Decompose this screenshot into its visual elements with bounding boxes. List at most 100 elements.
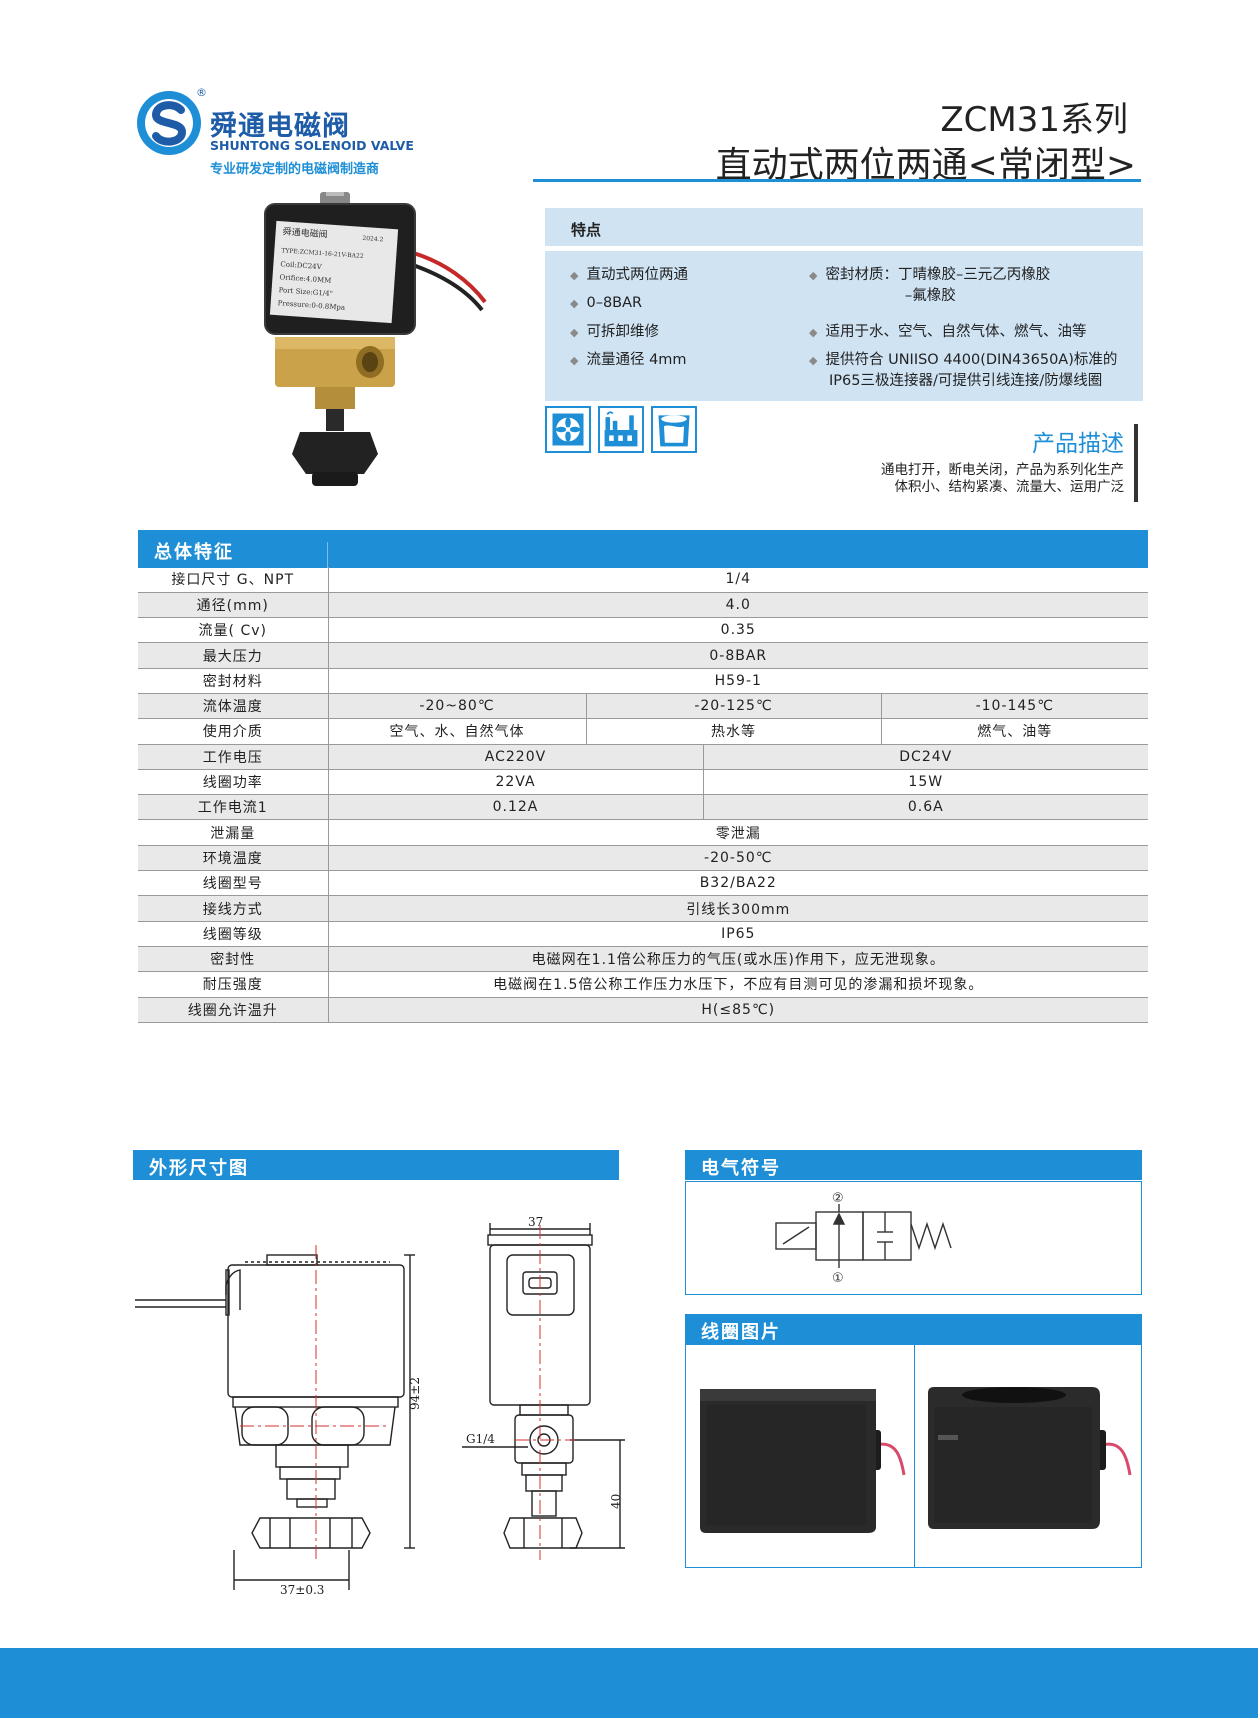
spec-value: 电磁阀在1.5倍公称工作压力水压下，不应有目测可见的渗漏和损坏现象。 — [327, 971, 1149, 998]
spec-value: 零泄漏 — [327, 819, 1149, 846]
spec-row: 接线方式引线长300mm — [138, 895, 1149, 922]
spec-value: IP65 — [327, 921, 1149, 947]
description-title: 产品描述 — [1032, 431, 1124, 457]
dimensions-header: 外形尺寸图 — [133, 1150, 619, 1180]
label-date: 2024.2 — [362, 235, 384, 243]
specs-header-divider — [327, 542, 328, 568]
spec-row: 流体温度-20~80℃-20-125℃-10-145℃ — [138, 693, 1149, 719]
spec-value: 1/4 — [327, 567, 1149, 593]
spec-row: 通径(mm)4.0 — [138, 592, 1149, 618]
dim-width-bottom: 37±0.3 — [280, 1583, 324, 1597]
spec-value: H(≤85℃) — [327, 997, 1149, 1023]
features-panel: ◆直动式两位两通 ◆0–8BAR ◆可拆卸维修 ◆流量通径 4mm ◆密封材质：… — [545, 251, 1143, 401]
spec-value: 0.35 — [327, 617, 1149, 643]
spec-label: 工作电压 — [138, 744, 328, 770]
title-underline — [533, 179, 1141, 182]
spec-value: 0.6A — [702, 794, 1149, 820]
brand-slogan: 专业研发定制的电磁阀制造商 — [210, 162, 380, 177]
footer-bar — [0, 1648, 1258, 1718]
spec-label: 线圈功率 — [202, 775, 263, 792]
spec-label: 通径(mm) — [138, 592, 328, 618]
label-port: Port Size:G1/4" — [278, 286, 333, 298]
spec-row: 耐压强度 电磁阀在1.5倍公称工作压力水压下，不应有目测可见的渗漏和损坏现象。 — [138, 971, 1149, 998]
spec-value: 引线长300mm — [327, 895, 1149, 922]
spec-value: 4.0 — [327, 592, 1149, 618]
spec-label: 接线方式 — [138, 895, 328, 922]
spec-label: 环境温度 — [138, 845, 328, 871]
spec-value: 电磁网在1.1倍公称压力的气压(或水压)作用下，应无泄现象。 — [327, 946, 1149, 972]
spec-label: 线圈允许温升 — [138, 997, 328, 1023]
registered-mark: ® — [196, 86, 207, 99]
description-line: 通电打开，断电关闭，产品为系列化生产 — [881, 462, 1124, 478]
spec-value: 空气、水、自然气体 — [327, 718, 586, 745]
feature-connector: ◆提供符合 UNIISO 4400(DIN43650A)标准的 — [809, 352, 1118, 368]
electrical-title: 电气符号 — [701, 1158, 781, 1179]
label-coil: Coil:DC24V — [280, 260, 323, 271]
spec-row: 环境温度-20-50℃ — [138, 845, 1149, 871]
spec-row: 接口尺寸 G、NPT 1/4 — [138, 567, 1149, 593]
coil-title: 线圈图片 — [701, 1322, 781, 1343]
coil-photo-divider — [914, 1345, 915, 1567]
spec-value: 22VA — [327, 769, 703, 795]
dimensions-title: 外形尺寸图 — [149, 1158, 249, 1179]
spec-value: 热水等 — [585, 718, 881, 745]
spec-value: H59-1 — [327, 668, 1149, 694]
brand-name-cn: 舜通电磁阀 — [210, 111, 350, 142]
spec-label: 流体温度 — [138, 693, 328, 719]
series-title: ZCM31系列 — [940, 100, 1128, 140]
spec-label: 接口尺寸 G、NPT — [171, 572, 295, 589]
spec-label: 密封材料 — [202, 673, 263, 690]
spec-value: -10-145℃ — [880, 693, 1149, 719]
product-photo: 舜通电磁阀 2024.2 TYPE:ZCM31-16-21V-BA22 Coil… — [264, 192, 487, 486]
brand-name-en: SHUNTONG SOLENOID VALVE — [210, 138, 414, 153]
spec-label: 流量( Cv) — [198, 623, 267, 640]
feature-seal-cont: –氟橡胶 — [905, 288, 956, 304]
dim-width-top: 37 — [528, 1215, 543, 1229]
port-1-label: ① — [832, 1271, 844, 1286]
coil-photo-front — [700, 1389, 906, 1533]
port-2-label: ② — [832, 1191, 844, 1206]
coil-photos-panel — [685, 1344, 1142, 1568]
spec-row: 密封材料 H59-1 — [138, 668, 1149, 694]
spec-value: -20~80℃ — [327, 693, 586, 719]
spec-label: 密封性 — [138, 946, 328, 972]
spec-value: -20-125℃ — [585, 693, 881, 719]
description-line: 体积小、结构紧凑、流量大、运用广泛 — [894, 479, 1125, 495]
spec-value: 0-8BAR — [327, 642, 1149, 669]
spec-value: 燃气、油等 — [880, 718, 1149, 745]
features-header: 特点 — [545, 208, 1143, 246]
spec-row: 流量( Cv) 0.35 — [138, 617, 1149, 643]
feature-item: ◆0–8BAR — [570, 295, 643, 311]
specs-title: 总体特征 — [154, 542, 234, 563]
description-side-bar — [1134, 424, 1138, 502]
fan-icon — [545, 406, 591, 453]
feature-media: ◆适用于水、空气、自然气体、燃气、油等 — [809, 324, 1087, 340]
factory-icon — [598, 406, 644, 453]
spec-value: B32/BA22 — [327, 870, 1149, 896]
feature-item: ◆可拆卸维修 — [570, 324, 659, 340]
spec-label: 泄漏量 — [210, 825, 256, 842]
spec-label: 工作电流1 — [138, 794, 328, 820]
spec-label: 最大压力 — [138, 642, 328, 669]
dim-port-height: 40 — [609, 1494, 623, 1509]
electrical-header: 电气符号 — [685, 1150, 1142, 1180]
dim-height: 94±2 — [408, 1377, 422, 1410]
spec-label: 耐压强度 — [202, 977, 263, 994]
label-brand: 舜通电磁阀 — [282, 225, 328, 240]
features-title: 特点 — [571, 221, 602, 239]
brand-logo — [137, 91, 201, 155]
feature-item: ◆流量通径 4mm — [570, 352, 687, 368]
specs-header: 总体特征 — [138, 530, 1148, 568]
spec-value: AC220V — [327, 744, 703, 770]
spec-value: -20-50℃ — [327, 845, 1149, 871]
spec-row: 泄漏量 零泄漏 — [138, 819, 1149, 846]
feature-connector-cont: IP65三极连接器/可提供引线连接/防爆线圈 — [829, 373, 1103, 389]
spec-value: 0.12A — [327, 794, 703, 820]
spec-row: 使用介质空气、水、自然气体热水等燃气、油等 — [138, 718, 1149, 745]
